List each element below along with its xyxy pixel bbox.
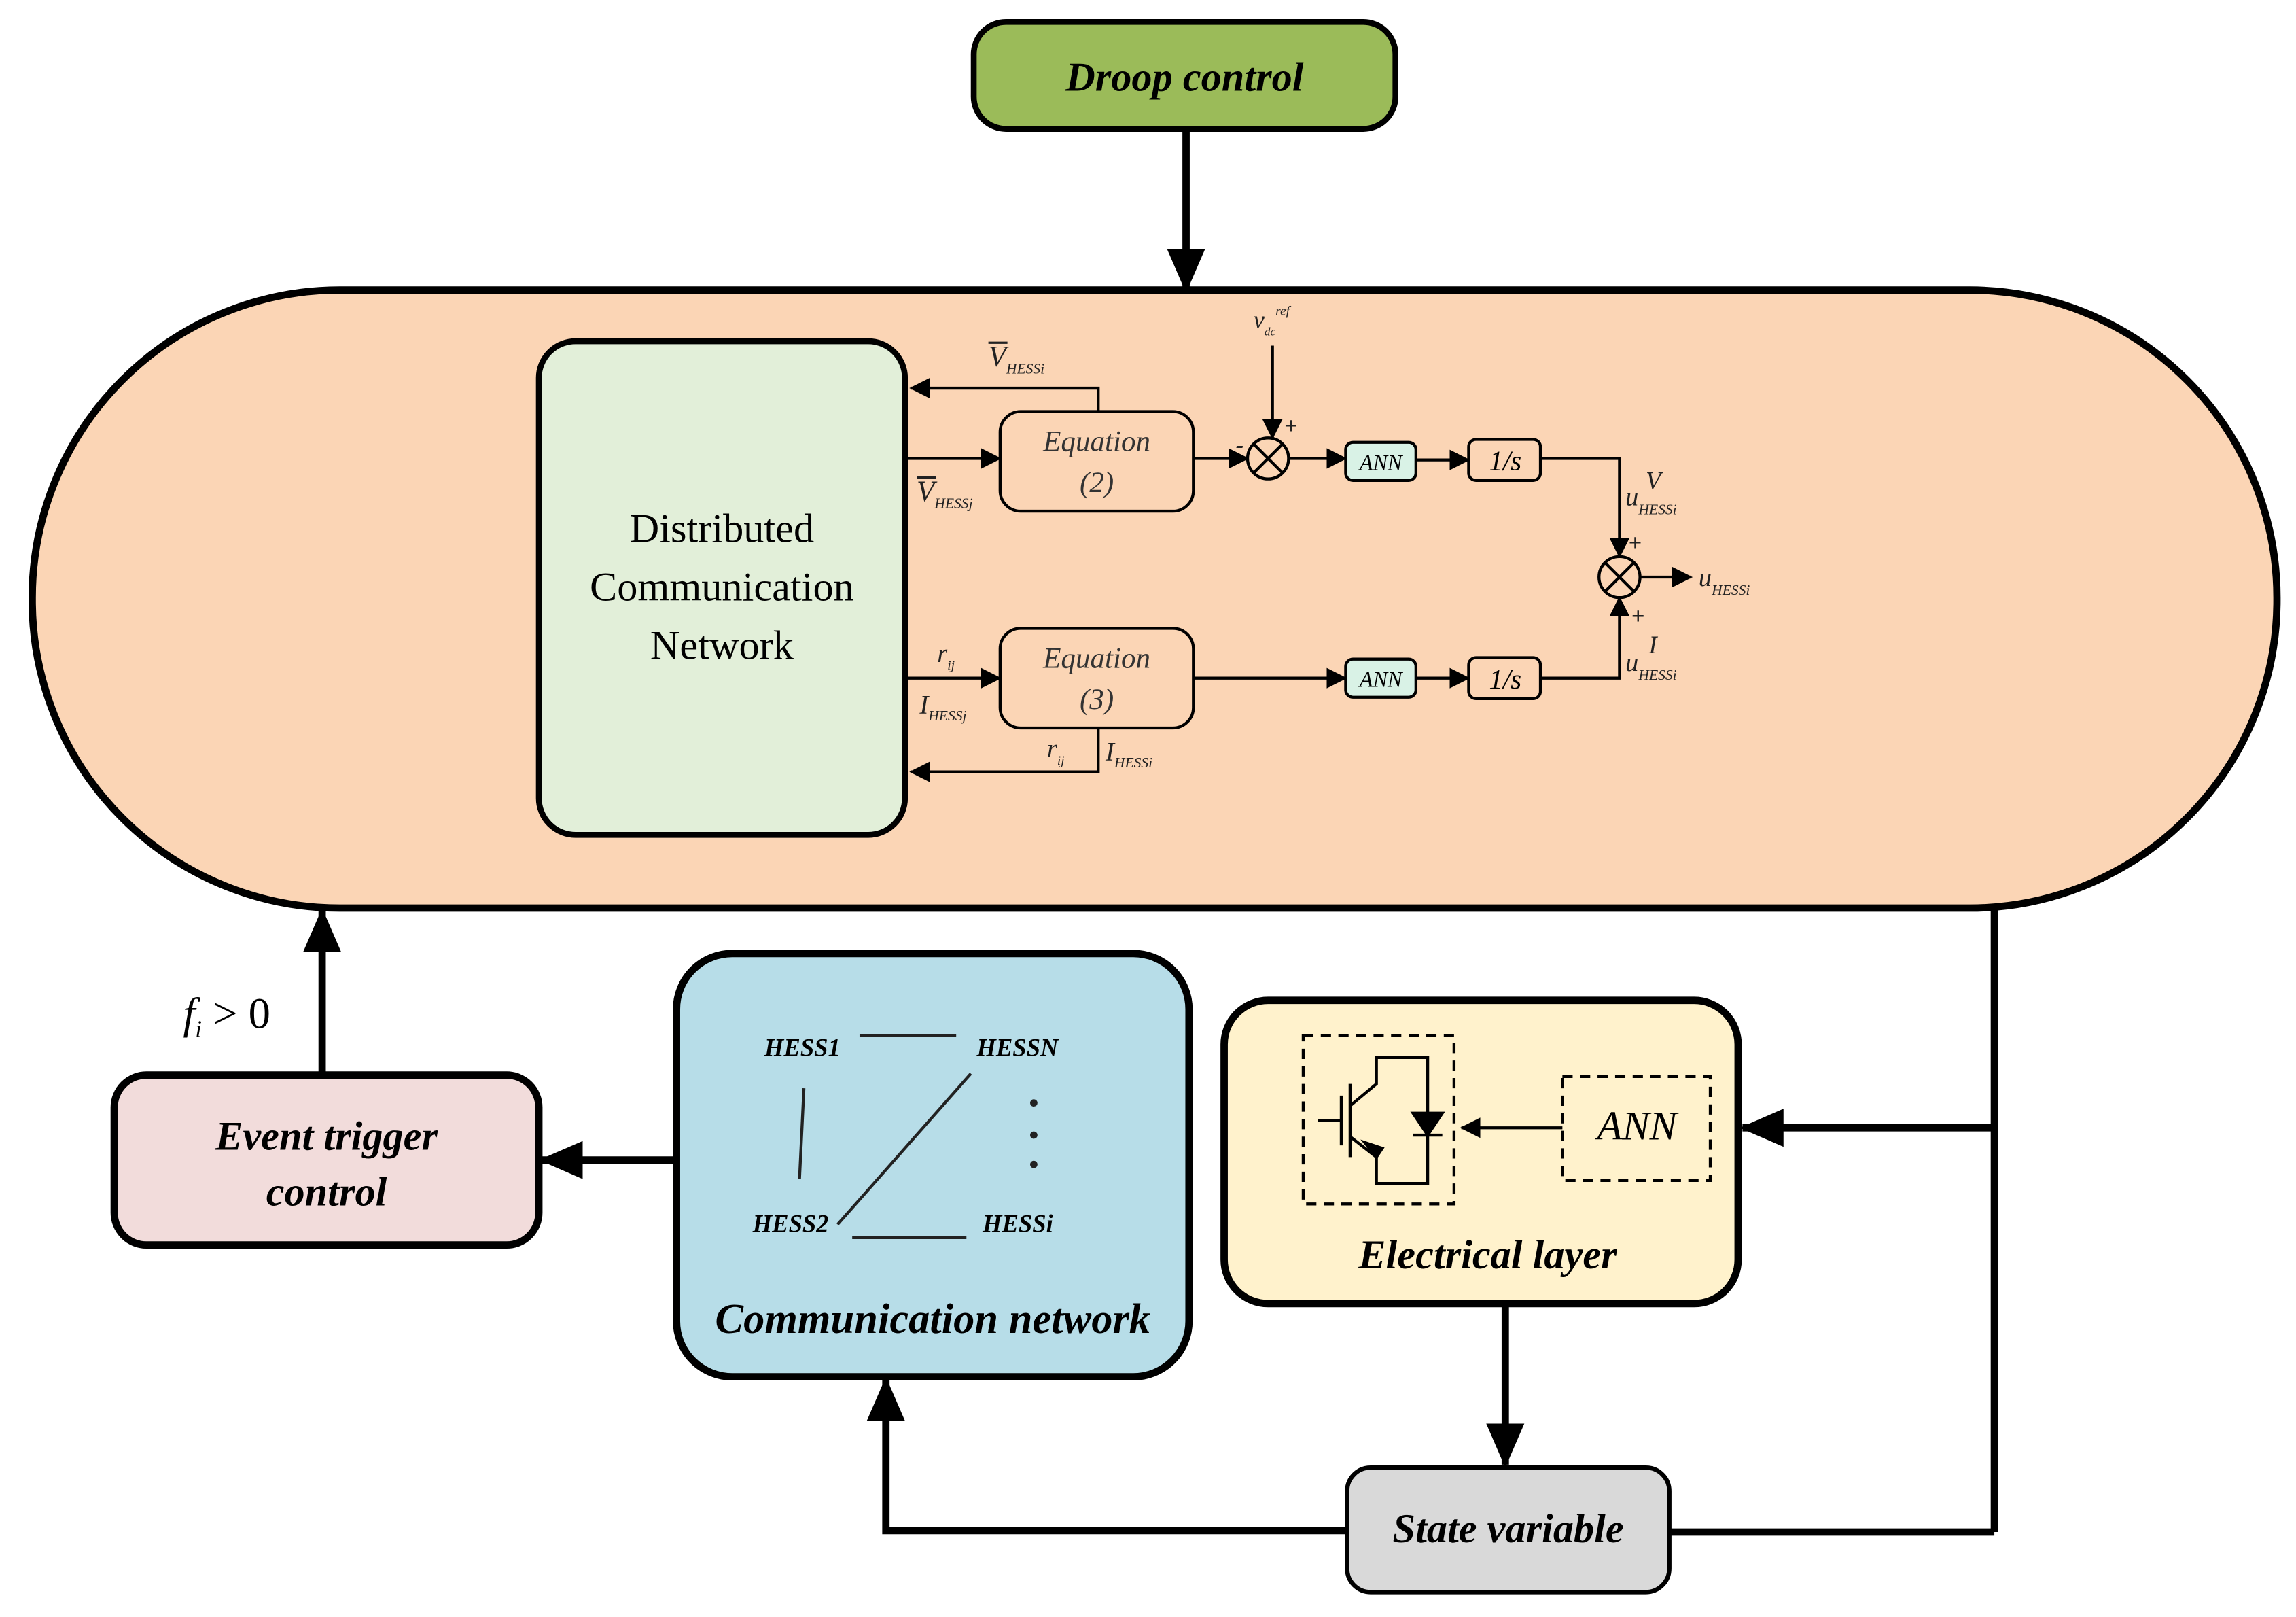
event-trigger-label-line2: control <box>266 1169 387 1215</box>
equation-2-label: Equation <box>1042 426 1150 458</box>
i-hessj-label: IHESSj <box>919 690 966 724</box>
rij-input-label: rij <box>937 639 955 673</box>
plus-sign: + <box>1284 413 1298 439</box>
equation-2-block: Equation (2) <box>998 410 1195 513</box>
network-edges <box>798 1034 972 1240</box>
node-hess2: HESS2 <box>752 1209 829 1237</box>
state-variable-block: State variable <box>1345 1465 1672 1595</box>
integrator-block-upper: 1/s <box>1467 438 1542 482</box>
ann-label: ANN <box>1358 451 1404 475</box>
droop-control-label: Droop control <box>1065 55 1304 101</box>
event-trigger-control-block: Event trigger control <box>110 1071 543 1249</box>
igbt-dashed-box <box>1301 1034 1456 1206</box>
u-hessi-output-label: uHESSi <box>1699 563 1750 598</box>
node-hessi: HESSi <box>982 1209 1054 1237</box>
ann-block-lower: ANN <box>1344 657 1418 699</box>
plus-sign: + <box>1631 604 1645 629</box>
electrical-ann-label: ANN <box>1595 1104 1680 1149</box>
rij-output-label: rij <box>1047 734 1065 768</box>
i-hessi-label: IHESSi <box>1105 737 1152 771</box>
equation-3-label: Equation <box>1042 643 1150 675</box>
igbt-icon <box>1318 1056 1445 1185</box>
sup-v: V <box>1646 467 1663 495</box>
communication-network-label: Communication network <box>715 1295 1150 1342</box>
network-label-line3: Network <box>650 623 794 669</box>
ann-dashed-box <box>1561 1075 1712 1182</box>
ann-block-upper: ANN <box>1344 440 1418 482</box>
u-hessi-v-label: uHESSi <box>1625 482 1677 517</box>
signal-lines <box>908 345 1693 782</box>
summing-junction-2 <box>1597 555 1642 599</box>
sup-i: I <box>1648 631 1659 659</box>
feedback-lines <box>303 908 1998 1536</box>
equation-2-number: (2) <box>1080 467 1114 499</box>
integrator-label: 1/s <box>1489 664 1521 695</box>
integrator-block-lower: 1/s <box>1467 656 1542 701</box>
signal-labels: VHESSi VHESSj vdcref + - + + uHESSi V uH… <box>917 304 1750 771</box>
network-label-line1: Distributed <box>630 506 814 551</box>
state-variable-label: State variable <box>1393 1506 1624 1552</box>
integrator-label: 1/s <box>1489 446 1521 476</box>
network-label-line2: Communication <box>590 565 854 610</box>
ann-label: ANN <box>1358 667 1404 692</box>
equation-3-number: (3) <box>1080 684 1114 716</box>
ellipsis-dots <box>1030 1099 1038 1168</box>
event-trigger-label-line1: Event trigger <box>215 1114 438 1160</box>
minus-sign: - <box>1236 432 1243 458</box>
plus-sign: + <box>1628 530 1642 556</box>
vdc-ref-label: vdcref <box>1254 304 1292 338</box>
droop-control-block: Droop control <box>970 19 1399 132</box>
trigger-condition-label: fi > 0 <box>183 989 270 1043</box>
node-hessn: HESSN <box>976 1034 1059 1062</box>
vbar-hessj-label: VHESSj <box>917 476 973 512</box>
controller-block <box>29 286 2281 912</box>
communication-network-block: HESS1 HESSN HESS2 HESSi Communication ne… <box>673 950 1193 1380</box>
electrical-layer-block: ANN Electrical layer <box>1220 996 1742 1308</box>
vbar-hessi-label: VHESSi <box>989 341 1045 377</box>
summing-junction-1 <box>1246 436 1290 481</box>
electrical-layer-label: Electrical layer <box>1358 1232 1617 1278</box>
distributed-communication-network: Distributed Communication Network <box>535 338 908 838</box>
u-hessi-i-label: uHESSi <box>1625 648 1677 683</box>
node-hess1: HESS1 <box>764 1034 841 1062</box>
